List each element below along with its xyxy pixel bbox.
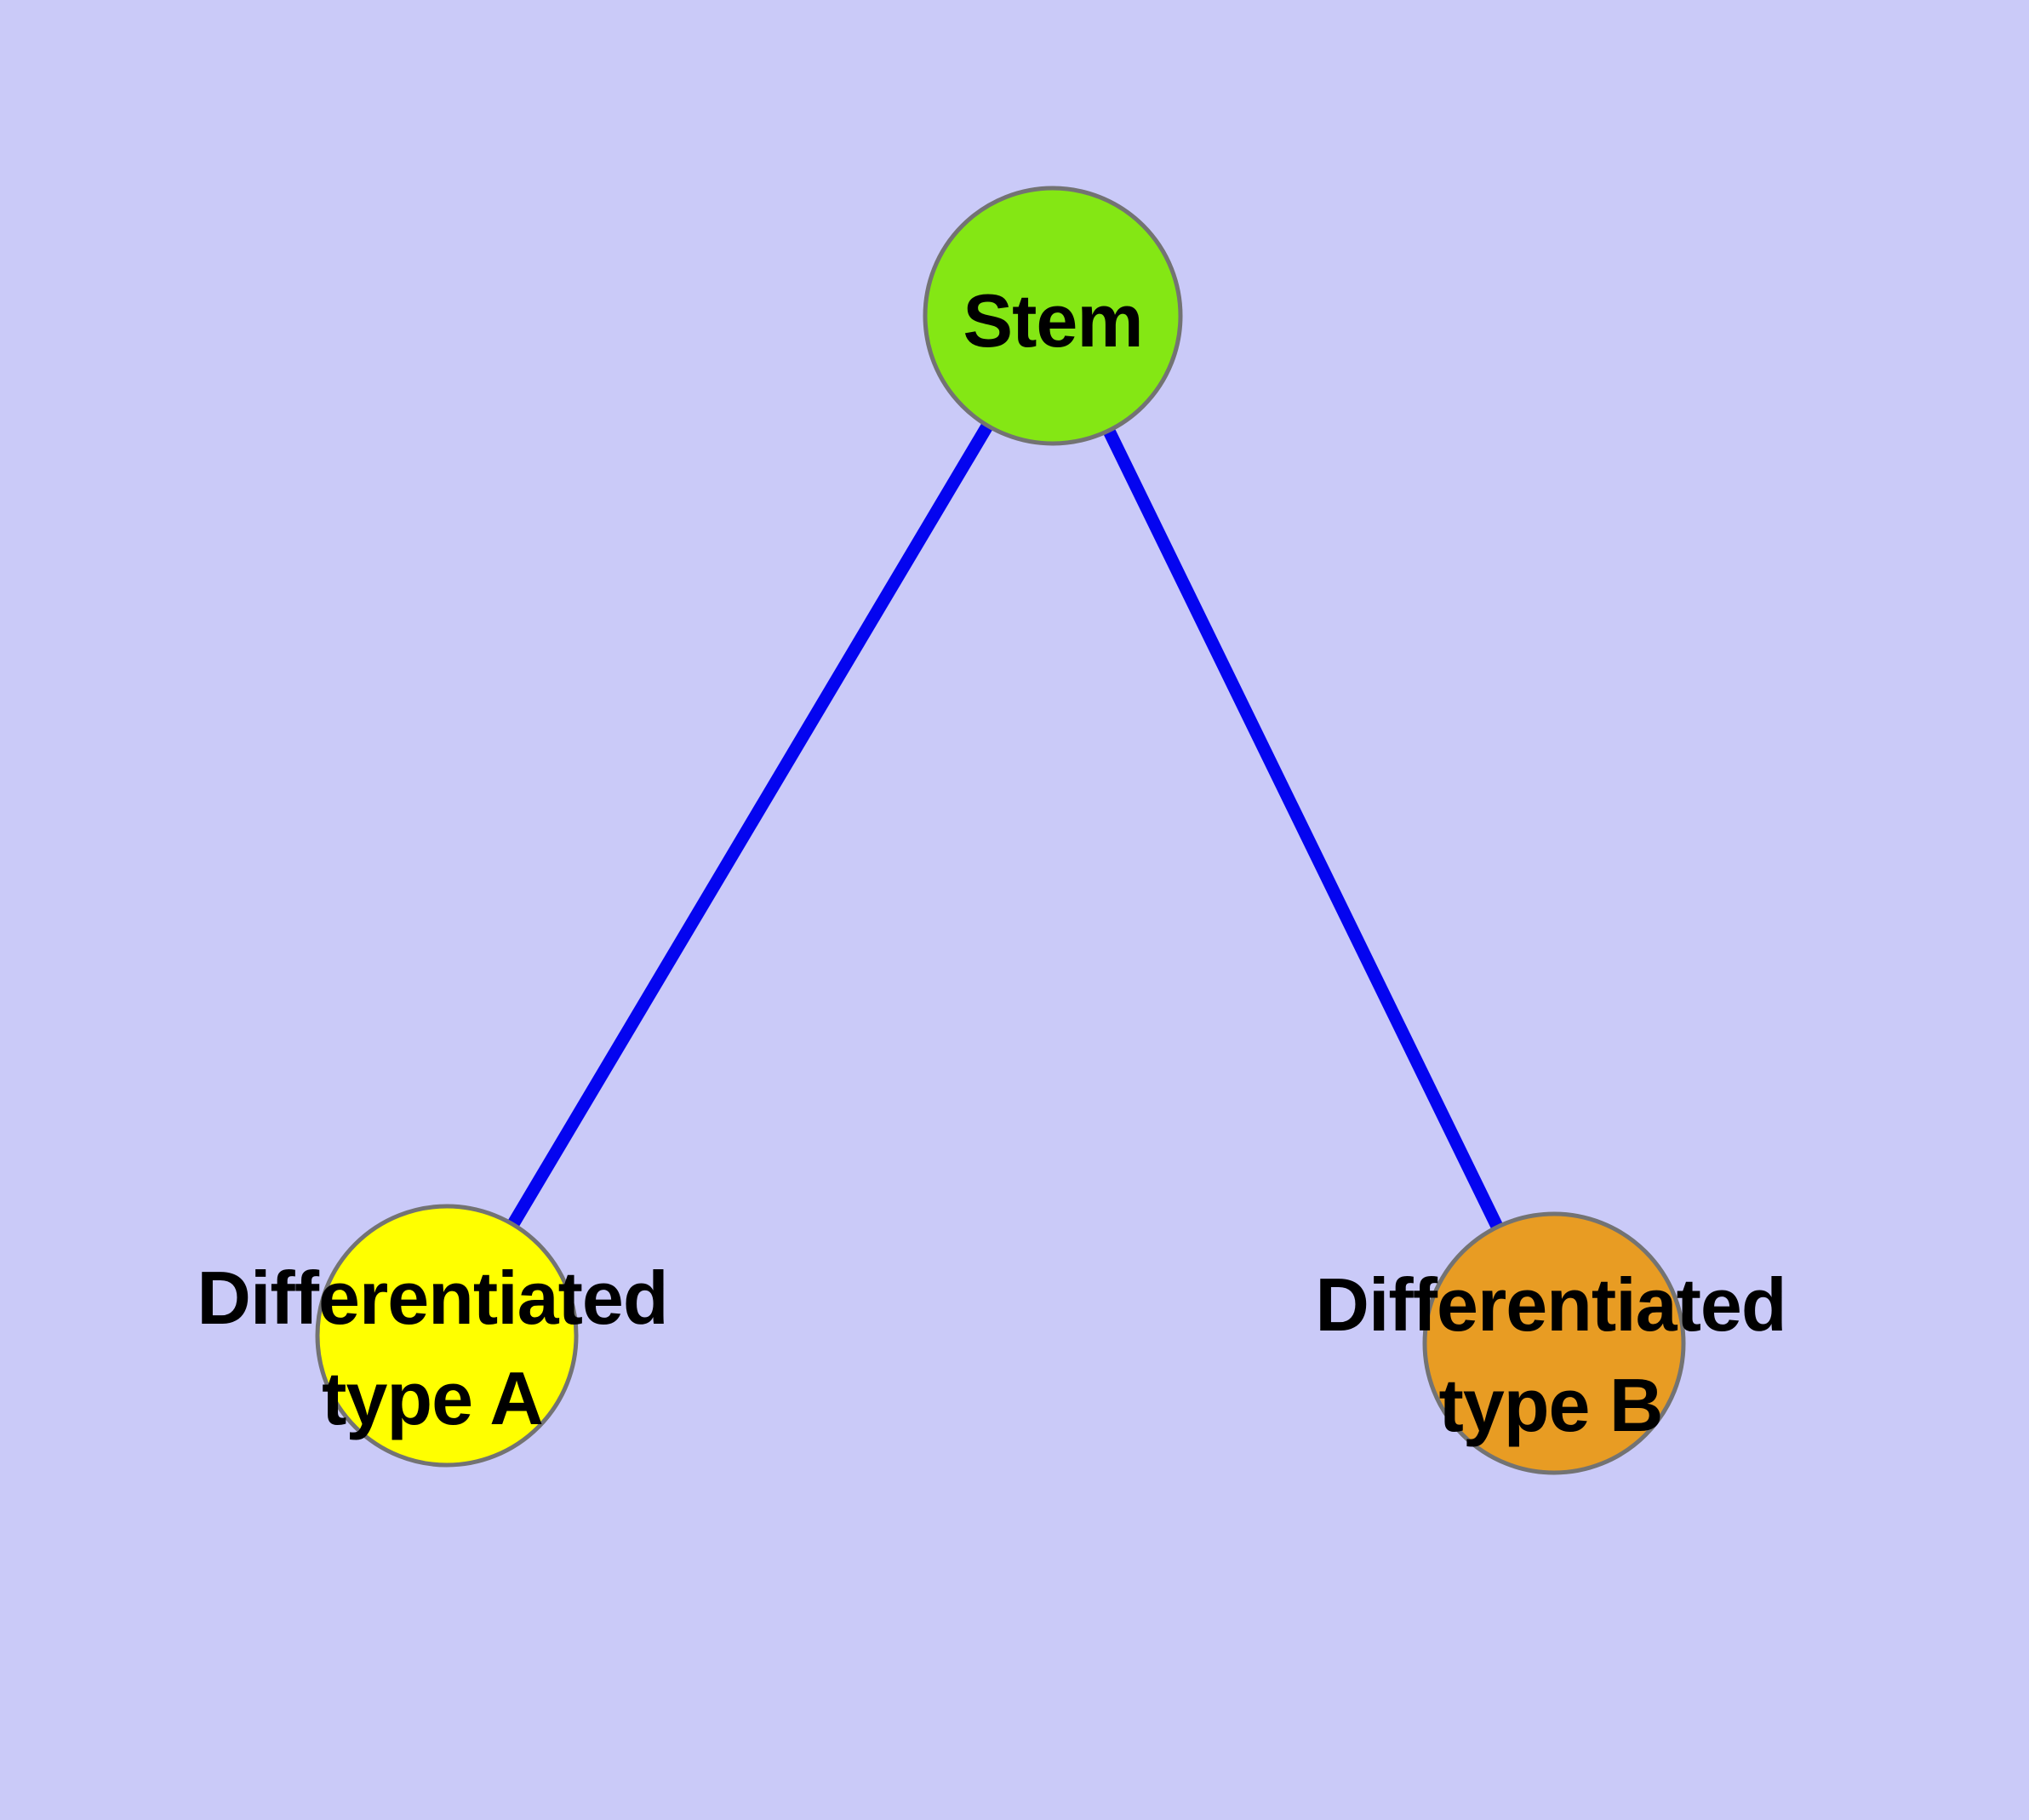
node-type-a-label-line2: type A [322, 1356, 544, 1440]
edge-stem-to-type-a [441, 312, 1059, 1339]
node-type-a-circle [315, 1204, 579, 1468]
node-type-b-circle [1422, 1211, 1686, 1475]
node-type-a-label-line1: Differentiated [197, 1256, 668, 1340]
node-type-b-label-line2: type B [1438, 1363, 1664, 1447]
node-type-b-label-line1: Differentiated [1315, 1262, 1786, 1347]
node-type-a-label: Differentiated type A [197, 1248, 668, 1449]
node-stem-circle [923, 186, 1183, 446]
node-type-b-label: Differentiated type B [1315, 1255, 1786, 1456]
node-stem-label: Stem [963, 278, 1143, 363]
edge-stem-to-type-b [1047, 312, 1560, 1347]
